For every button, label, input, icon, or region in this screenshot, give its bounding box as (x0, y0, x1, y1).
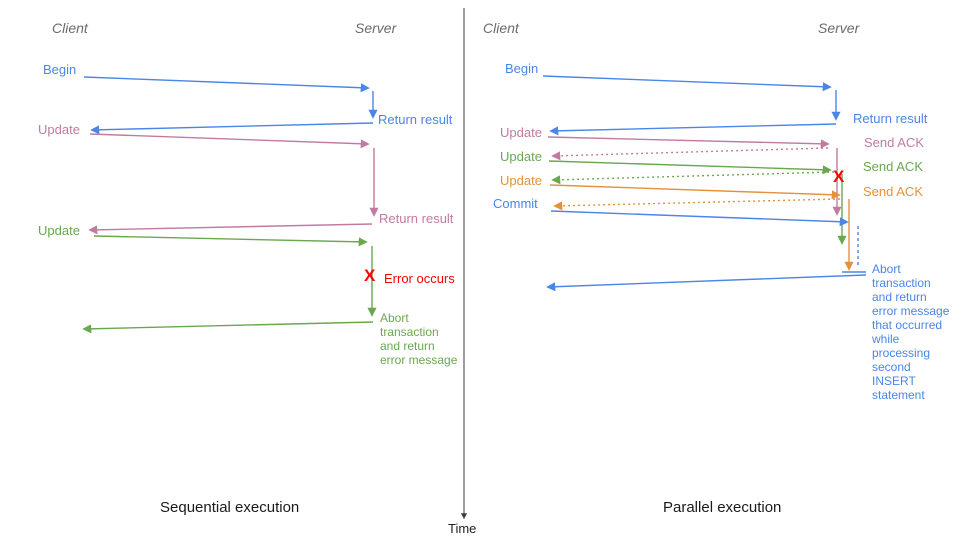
par-begin-label: Begin (505, 61, 539, 76)
par-update-1-label: Update (500, 125, 542, 140)
seq-begin-return-arrow (90, 122, 374, 135)
par-update3-ack-arrow (553, 198, 841, 211)
par-begin-return-arrow (549, 123, 837, 136)
par-update3-request-arrow (549, 184, 841, 200)
par-error-x-icon: X (833, 167, 845, 186)
par-abort-note: Abort transaction and return error messa… (872, 262, 950, 403)
par-abort-return-arrow (546, 274, 867, 292)
par-commit-request-arrow (550, 210, 849, 227)
seq-update1-request-arrow (89, 133, 370, 149)
par-update1-request-arrow (547, 136, 830, 149)
par-commit-label: Commit (493, 196, 538, 211)
par-caption: Parallel execution (663, 499, 782, 516)
seq-begin-label: Begin (43, 62, 77, 77)
par-send-ack-1-label: Send ACK (864, 135, 924, 150)
par-update2-request-arrow (548, 160, 832, 175)
seq-error-x-icon: X (364, 266, 376, 285)
seq-error-occurs-label: Error occurs (384, 271, 455, 286)
par-update1-ack-arrow (551, 147, 829, 161)
par-update-2-label: Update (500, 149, 542, 164)
par-update2-ack-arrow (551, 171, 835, 185)
seq-server-header: Server (355, 20, 397, 36)
par-begin-request-arrow (542, 75, 832, 92)
seq-update-1-label: Update (38, 122, 80, 137)
seq-update1-return-arrow (88, 223, 373, 235)
time-axis-label: Time (448, 521, 477, 536)
par-send-ack-3-label: Send ACK (863, 184, 923, 199)
seq-update2-request-arrow (93, 235, 368, 247)
seq-abort-return-arrow (82, 321, 374, 334)
par-update-3-label: Update (500, 173, 542, 188)
sequential-arrows (82, 76, 379, 334)
par-server-header: Server (818, 20, 860, 36)
seq-return-result-2-label: Return result (379, 211, 454, 226)
seq-return-result-1-label: Return result (378, 112, 453, 127)
seq-begin-request-arrow (83, 76, 370, 93)
seq-caption: Sequential execution (160, 499, 300, 516)
seq-update-2-label: Update (38, 223, 80, 238)
seq-abort-note: Abort transaction and return error messa… (380, 311, 458, 368)
par-client-header: Client (483, 20, 519, 36)
par-send-ack-2-label: Send ACK (863, 159, 923, 174)
par-return-result-label: Return result (853, 111, 928, 126)
parallel-arrows (542, 75, 867, 292)
seq-client-header: Client (52, 20, 88, 36)
